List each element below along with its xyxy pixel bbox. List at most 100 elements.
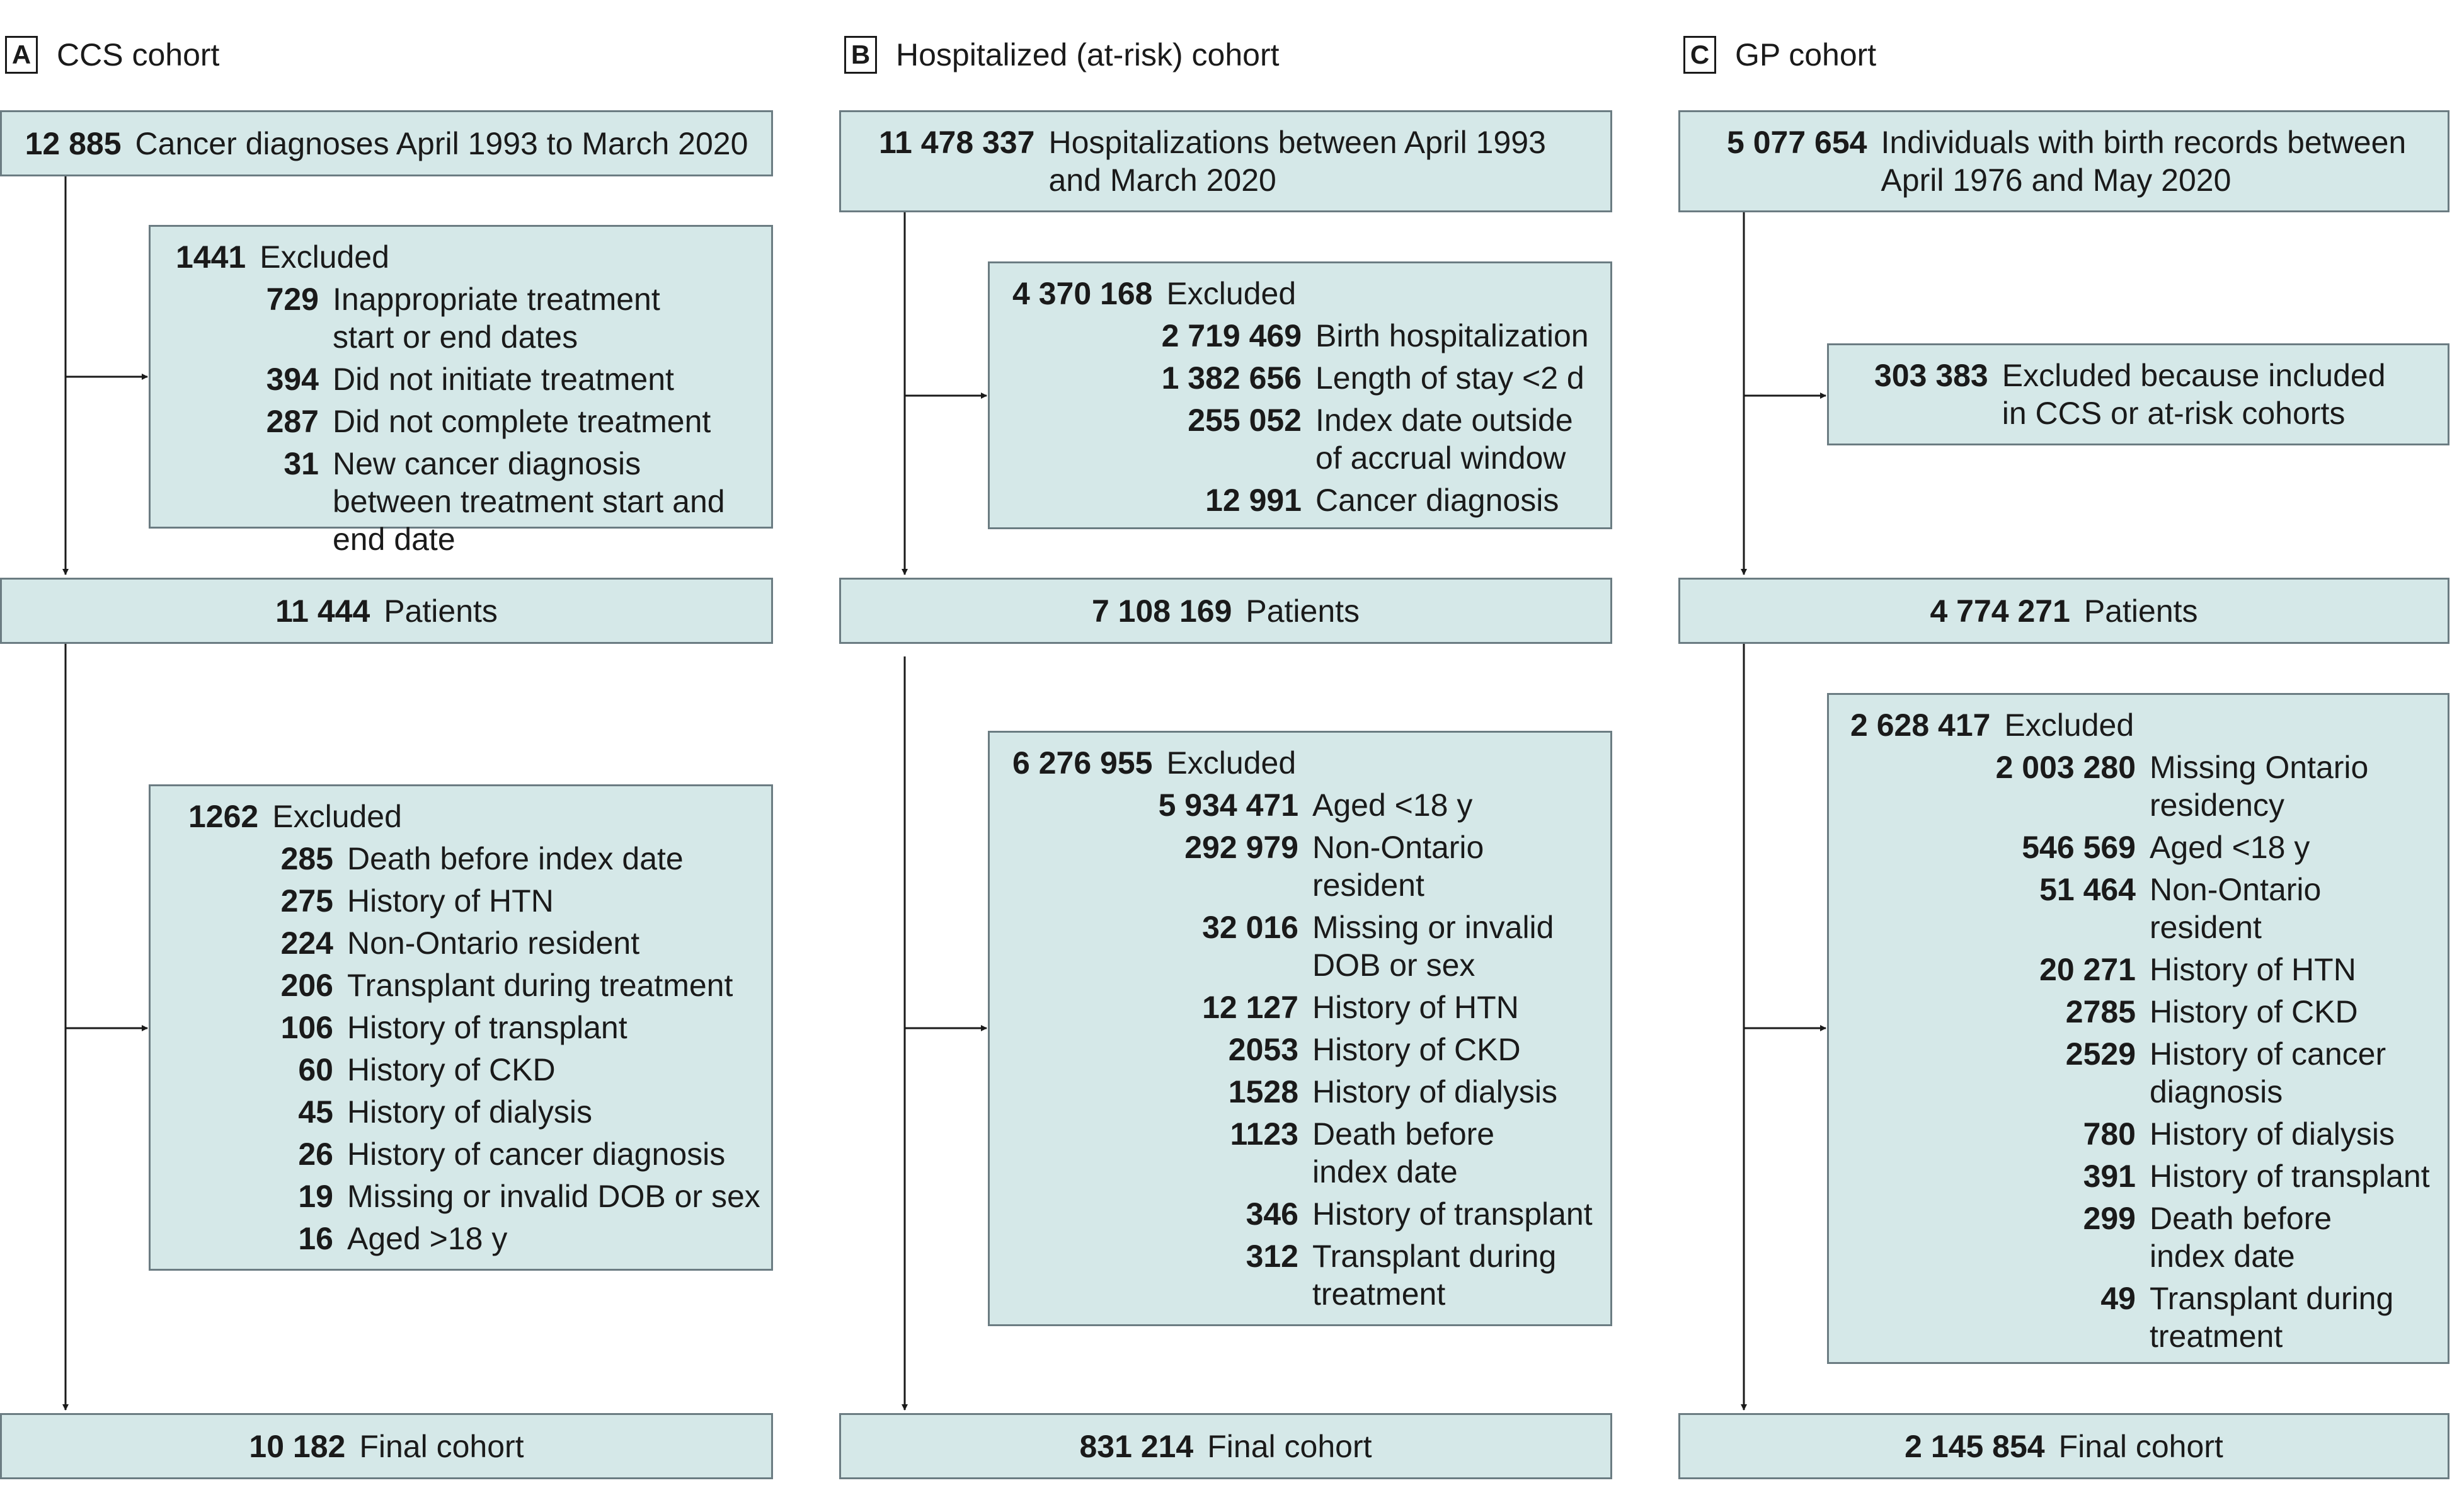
panel-c-exclusion2-item-count: 2529 [2065,1036,2136,1072]
panel-a-exclusion1-item-label: New cancer diagnosis between treatment s… [333,446,725,557]
panel-b-middle-box: 7 108 169 Patients [839,578,1612,644]
panel-a-exclusion1-item-label: Did not initiate treatment [333,362,674,397]
panel-b-exclusion1-item-count: 2 719 469 [1161,318,1302,353]
panel-b-exclusion2-item-label: History of dialysis [1312,1074,1557,1109]
panel-a-final-count: 10 182 [249,1428,346,1464]
panel-c-exclusion2-item-count: 2785 [2065,994,2136,1029]
panel-b-exclusion1-item-count: 255 052 [1188,403,1302,438]
panel-b-exclusion1-item-count: 12 991 [1205,483,1302,518]
panel-b-exclusion2-item-count: 5 934 471 [1158,788,1298,823]
panel-b-letter: B [844,36,877,74]
panel-a-middle-label: Patients [384,593,498,629]
panel-a-exclusion2-item-label: Death before index date [347,841,684,876]
panel-c-start-label: Individuals with birth records between A… [1881,125,2407,198]
panel-c-exclusion2-item-label: Aged <18 y [2150,830,2310,865]
panel-a-exclusion1-item-label: Did not complete treatment [333,404,711,439]
panel-c-exclusion1-label: Excluded because included in CCS or at-r… [2002,358,2386,431]
panel-b-final-count: 831 214 [1079,1428,1194,1464]
panel-b-start-label: Hospitalizations between April 1993 and … [1048,125,1546,198]
panel-a-header: A CCS cohort [5,35,219,75]
panel-c-final-label: Final cohort [2058,1428,2223,1464]
panel-c-middle-count: 4 774 271 [1930,593,2070,629]
panel-a-exclusion1-count: 1441 [176,239,246,275]
panel-c-exclusion2-item-label: Transplant during treatment [2150,1281,2394,1354]
panel-a-exclusion2-item-label: Missing or invalid DOB or sex [347,1179,760,1214]
panel-a-exclusion2-item-count: 285 [280,841,333,876]
panel-c-exclusion2-item-label: Missing Ontario residency [2150,750,2369,823]
panel-a-exclusion1-box: 1441 Excluded 729 Inappropriate treatmen… [149,225,773,557]
panel-b-final-box: 831 214 Final cohort [839,1413,1612,1479]
panel-b-exclusion2-item-count: 12 127 [1202,990,1298,1025]
panel-c-exclusion2-label: Excluded [2004,707,2134,743]
panel-c-exclusion2-item-count: 2 003 280 [1995,750,2136,785]
panel-b-title: Hospitalized (at-risk) cohort [896,37,1280,72]
panel-a-exclusion2-item-label: History of CKD [347,1052,556,1087]
panel-c-header: C GP cohort [1683,35,1876,75]
panel-a-exclusion1-item-count: 394 [266,362,319,397]
panel-b-exclusion2-item-label: Missing or invalid DOB or sex [1312,910,1554,983]
panel-c-exclusion2-item-count: 391 [2083,1159,2136,1194]
panel-a-exclusion2-label: Excluded [272,799,402,834]
panel-b-exclusion2-item-label: Non-Ontario resident [1312,830,1484,903]
panel-a-exclusion2-item-label: Transplant during treatment [347,968,733,1003]
panel-a-start-count: 12 885 [25,125,122,161]
panel-b-exclusion2-item-count: 292 979 [1184,830,1298,865]
panel-a-exclusion2-item-label: History of transplant [347,1010,627,1045]
panel-a-start-label: Cancer diagnoses April 1993 to March 202… [135,125,748,161]
panel-c-exclusion2-item-count: 20 271 [2039,952,2136,987]
panel-a-middle-box: 11 444 Patients [0,578,773,644]
panel-c-exclusion2-item-label: History of transplant [2150,1159,2430,1194]
panel-b-exclusion2-item-label: History of transplant [1312,1196,1593,1232]
panel-a-start-box: 12 885 Cancer diagnoses April 1993 to Ma… [0,110,773,176]
panel-a-exclusion2-item-label: History of dialysis [347,1094,592,1130]
panel-b-middle-count: 7 108 169 [1091,593,1232,629]
panel-a-exclusion2-item-count: 26 [298,1137,333,1172]
panel-b-header: B Hospitalized (at-risk) cohort [844,35,1280,75]
panel-b-exclusion1-item-count: 1 382 656 [1161,360,1302,396]
panel-c-exclusion2-item-label: Death before index date [2150,1201,2332,1274]
panel-a-final-box: 10 182 Final cohort [0,1413,773,1479]
panel-b-exclusion1-label: Excluded [1166,276,1297,311]
panel-c-exclusion2-item-label: History of HTN [2150,952,2356,987]
panel-b-exclusion2-item-count: 1528 [1228,1074,1298,1109]
panel-c-exclusion2-item-label: History of dialysis [2150,1116,2395,1152]
panel-b-exclusion1-item-label: Birth hospitalization [1315,318,1589,353]
panel-a-exclusion1-label: Excluded [260,239,389,275]
panel-a-exclusion2-item-label: History of cancer diagnosis [347,1137,726,1172]
panel-b-final-label: Final cohort [1207,1428,1372,1464]
panel-c-title: GP cohort [1735,37,1877,72]
panel-b-exclusion2-item-label: Aged <18 y [1312,788,1473,823]
panel-a-exclusion1-item-count: 729 [266,282,319,317]
panel-b-exclusion2-item-label: Transplant during treatment [1312,1239,1557,1312]
panel-b-exclusion2-item-count: 312 [1246,1239,1298,1274]
panel-a-final-label: Final cohort [359,1428,524,1464]
panel-c-exclusion2-item-count: 299 [2083,1201,2136,1236]
panel-a-exclusion2-item-label: Non-Ontario resident [347,925,640,961]
panel-b-exclusion2-count: 6 276 955 [1012,745,1153,781]
panel-a-middle-count: 11 444 [275,593,370,629]
panel-c-exclusion2-item-count: 546 569 [2022,830,2136,865]
panel-c-start-box: 5 077 654 Individuals with birth records… [1678,110,2449,212]
panel-c-middle-box: 4 774 271 Patients [1678,578,2449,644]
panel-c-exclusion2-item-label: History of CKD [2150,994,2358,1029]
panel-a-exclusion2-item-count: 16 [298,1221,333,1256]
panel-a-exclusion2-item-count: 45 [298,1094,333,1130]
panel-c-exclusion2-item-count: 51 464 [2039,872,2136,907]
panel-c-exclusion2-item-count: 49 [2100,1281,2136,1316]
panel-c-middle-label: Patients [2083,593,2198,629]
panel-c-exclusion1-box: 303 383 Excluded because included in CCS… [1827,343,2449,445]
panel-b-exclusion1-item-label: Cancer diagnosis [1315,483,1559,518]
panel-a-exclusion2-item-label: History of HTN [347,883,554,919]
panel-a-exclusion2-item-count: 275 [280,883,333,919]
panel-b-exclusion2-item-count: 2053 [1228,1032,1298,1067]
panel-a-exclusion2-item-count: 60 [298,1052,333,1087]
panel-b-exclusion2-item-label: History of CKD [1312,1032,1521,1067]
panel-a-exclusion1-item-count: 31 [284,446,319,481]
panel-b-start-count: 11 478 337 [879,125,1035,160]
panel-a-title: CCS cohort [57,37,220,72]
panel-b-exclusion2-item-label: History of HTN [1312,990,1519,1025]
